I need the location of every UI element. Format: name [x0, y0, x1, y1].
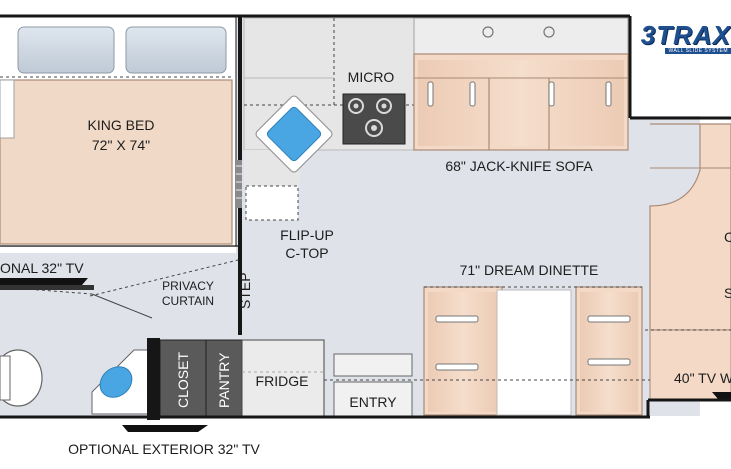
flip-up-counter — [245, 185, 299, 221]
step-marker — [236, 160, 242, 208]
brand-logo-sub: WALL SLIDE SYSTEM — [665, 48, 731, 54]
stovetop — [342, 93, 406, 145]
pillow-left — [17, 26, 115, 74]
brand-logo-mark: 3TRAX — [640, 20, 731, 50]
label-closet: CLOSET — [175, 352, 191, 408]
label-optional-tv: ONAL 32" TV — [0, 260, 84, 276]
tv-bedroom — [0, 278, 88, 285]
pillow-right — [125, 26, 227, 74]
tv-exterior — [122, 425, 208, 432]
label-privacy: PRIVACY — [162, 279, 214, 293]
label-ext-tv: OPTIONAL EXTERIOR 32" TV — [68, 441, 260, 457]
tv-marks — [0, 278, 731, 432]
label-dinette: 71" DREAM DINETTE — [460, 262, 599, 278]
label-sofa: 68" JACK-KNIFE SOFA — [445, 158, 593, 174]
label-fridge: FRIDGE — [256, 373, 309, 389]
right-slide-top — [630, 16, 731, 116]
tv-right — [712, 392, 731, 399]
dinette-table — [496, 289, 572, 416]
label-tv-right: 40" TV W — [674, 370, 731, 386]
label-c-top: C-TOP — [285, 245, 328, 261]
label-king-bed: KING BED — [88, 117, 155, 133]
label-right-s: S — [724, 285, 731, 301]
label-entry: ENTRY — [349, 394, 397, 410]
label-curtain: CURTAIN — [162, 294, 214, 308]
label-step: STEP — [237, 272, 253, 309]
label-micro: MICRO — [348, 69, 395, 85]
nightstand — [0, 79, 15, 139]
right-sofa — [645, 123, 731, 401]
brand-logo: 3TRAX WALL SLIDE SYSTEM — [640, 16, 731, 60]
jack-knife-sofa — [413, 17, 629, 151]
bathroom — [0, 259, 239, 416]
label-flip-up: FLIP-UP — [280, 227, 334, 243]
label-pantry: PANTRY — [216, 352, 232, 408]
dream-dinette — [423, 286, 643, 416]
king-bed — [0, 18, 236, 246]
kitchen-sink — [255, 95, 333, 173]
label-king-bed-size: 72" X 74" — [92, 137, 150, 153]
label-right-c: C — [724, 229, 731, 245]
